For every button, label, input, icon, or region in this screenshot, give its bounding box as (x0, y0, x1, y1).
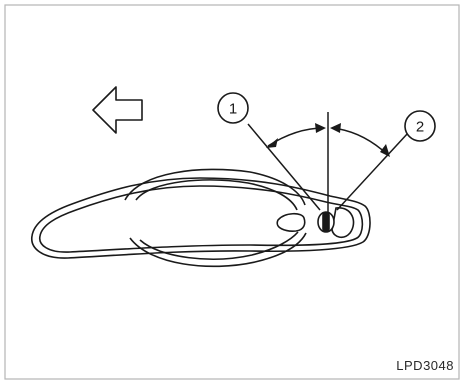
arrowhead-unlock-inner (330, 123, 341, 133)
figure-frame (4, 4, 460, 380)
handle-body-inner (39, 185, 364, 253)
arrowhead-lock-outer (266, 138, 278, 148)
callout-2-label: 2 (416, 119, 424, 136)
arrow-left-icon (92, 86, 143, 134)
callout-2-circle (404, 110, 436, 142)
figure-code: LPD3048 (396, 358, 454, 373)
handle-recess-lower-inner (139, 231, 299, 260)
handle-body-outer (31, 177, 371, 259)
callout-1: 1 (217, 92, 249, 124)
arrowhead-unlock-outer (380, 144, 390, 157)
key-slot (322, 212, 330, 232)
request-switch (276, 212, 306, 232)
door-handle (31, 168, 371, 268)
lock-direction-line (247, 123, 321, 211)
arrowhead-lock-inner (315, 123, 326, 133)
unlock-direction-line (336, 132, 409, 211)
callout-1-label: 1 (229, 101, 237, 118)
key-cylinder (317, 207, 355, 239)
rotation-arrowheads (266, 123, 390, 157)
callout-1-circle (217, 92, 249, 124)
key-cylinder-cap (331, 207, 355, 239)
callout-2: 2 (404, 110, 436, 142)
handle-recess-upper-inner (135, 179, 298, 211)
